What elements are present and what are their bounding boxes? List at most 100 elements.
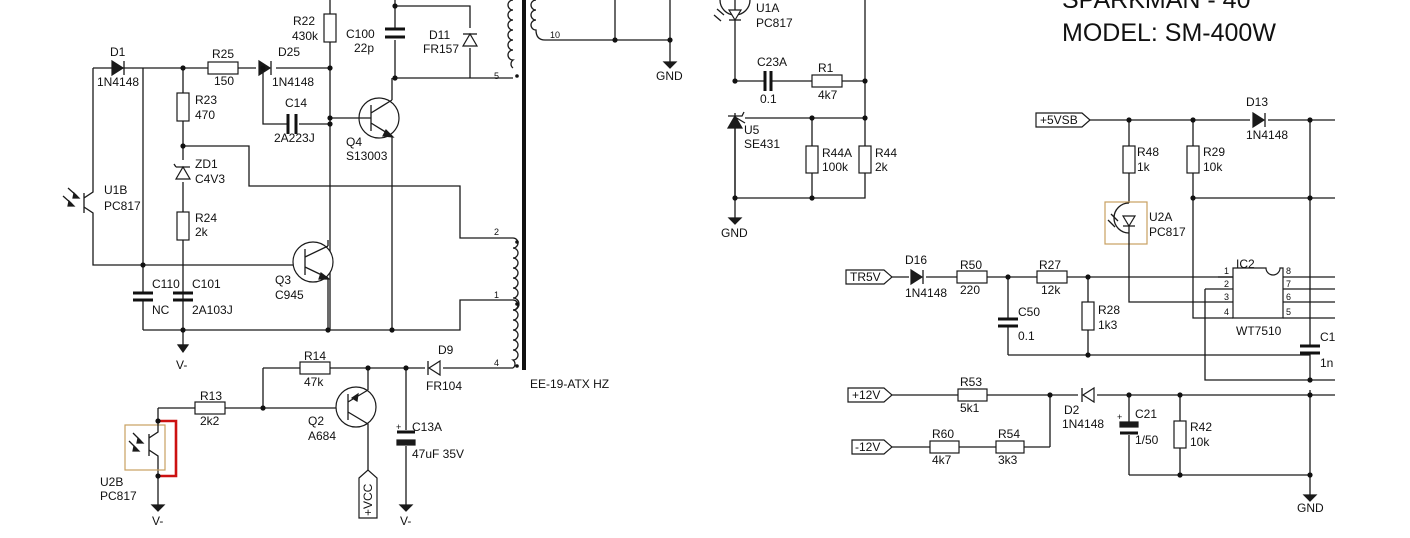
resistor-r25 [207,61,239,75]
tx-pin4: 4 [494,358,499,368]
u2a-highlight [1104,201,1148,245]
zener-zd1 [173,163,192,180]
capacitor-c101 [173,291,193,302]
r27-value: 12k [1041,283,1061,297]
ic2-pin6: 6 [1286,292,1291,302]
resistor-r60 [929,440,960,454]
u2b-value: PC817 [100,489,137,503]
r23-ref: R23 [195,93,217,107]
u2b-highlight [124,424,166,471]
r1-value: 4k7 [818,88,838,102]
capacitor-c50 [998,317,1018,328]
port-5vsb[interactable]: +5VSB [1035,112,1091,128]
d1-ref: D1 [110,45,126,59]
tx-name: EE-19-ATX HZ [530,377,609,391]
d11-ref: D11 [429,28,450,42]
c14-value: 2A223J [274,131,315,145]
middle-feedback-section: U1A PC817 C23A 0.1 R1 4k7 U5 SE431 R44A … [713,0,897,240]
resistor-r53 [957,388,988,402]
c14-ref: C14 [285,96,307,110]
c101-value: 2A103J [192,303,233,317]
port-12v-label: +12V [852,388,880,402]
r22-ref: R22 [293,14,315,28]
r60-value: 4k7 [932,453,952,467]
r28-value: 1k3 [1098,318,1118,332]
v-minus-2: V- [152,514,163,528]
capacitor-c1 [1300,344,1320,355]
r44-value: 2k [875,160,889,174]
r44a-value: 100k [822,160,849,174]
tx-pin10: 10 [550,30,560,40]
q3-ref: Q3 [275,273,291,287]
c23a-value: 0.1 [760,92,777,106]
r54-value: 3k3 [998,453,1018,467]
r13-value: 2k2 [200,414,220,428]
diode-d11 [461,32,479,47]
r29-ref: R29 [1203,145,1225,159]
resistor-r28 [1081,301,1095,331]
ic-wt7510 [1204,267,1335,381]
r13-ref: R13 [200,389,222,403]
optocoupler-u1a [713,8,743,22]
r24-value: 2k [195,225,209,239]
c50-value: 0.1 [1018,329,1035,343]
r14-value: 47k [304,375,324,389]
c21-ref: C21 [1135,407,1157,421]
c50-ref: C50 [1018,305,1040,319]
r25-ref: R25 [212,47,234,61]
resistor-r42 [1173,420,1187,449]
port-minus12v[interactable]: -12V [851,439,893,455]
ic2-pin4: 4 [1224,307,1229,317]
diode-d1 [108,59,128,77]
q4-value: S13003 [346,149,388,163]
r27-ref: R27 [1039,258,1061,272]
port-12v[interactable]: +12V [847,387,893,403]
d25-ref: D25 [278,45,300,59]
c13a-ref: C13A [412,420,442,434]
c110-ref: C110 [152,277,180,291]
model-label: MODEL: SM-400W [1062,19,1276,47]
resistor-r48 [1122,145,1136,174]
shunt-regulator-u5 [726,111,746,198]
d2-ref: D2 [1064,403,1080,417]
optocoupler-u2a [1107,202,1137,243]
c13a-value: 47uF 35V [412,447,464,461]
transistor-q3 [292,240,334,330]
resistor-r1 [811,74,843,88]
c100-ref: C100 [346,27,375,41]
d16-value: 1N4148 [905,286,947,300]
u1b-value: PC817 [104,199,141,213]
diode-d16 [910,268,924,286]
r54-ref: R54 [998,427,1020,441]
resistor-r50 [956,270,988,284]
r60-ref: R60 [932,427,954,441]
zd1-value: C4V3 [195,172,225,186]
c1-value: 1n [1320,356,1333,370]
tx-pin2: 2 [494,227,499,237]
r22-value: 430k [292,29,319,43]
optocoupler-u2b [128,423,159,460]
capacitor-c13a: + [396,422,416,446]
resistor-r54 [995,440,1025,454]
r42-ref: R42 [1190,420,1212,434]
r29-value: 10k [1203,160,1223,174]
d13-value: 1N4148 [1246,128,1288,142]
ic2-pin3: 3 [1224,292,1229,302]
model-title-top: SPARKMAN - 40 [1062,0,1250,14]
c1-ref: C1 [1320,330,1336,344]
r1-ref: R1 [818,61,834,75]
r44-ref: R44 [875,146,897,160]
u1b-ref: U1B [104,183,127,197]
optocoupler-u1b [62,180,94,215]
v-minus-3: V- [400,514,411,528]
u5-value: SE431 [744,137,780,151]
r48-ref: R48 [1137,145,1159,159]
resistor-r44a [805,145,819,174]
port-tr5v[interactable]: TR5V [845,269,893,285]
ic2-ref: IC2 [1236,257,1255,271]
u2b-ref: U2B [100,475,123,489]
capacitor-c14 [286,114,298,134]
c100-value: 22p [354,41,374,55]
c23a-ref: C23A [757,55,787,69]
